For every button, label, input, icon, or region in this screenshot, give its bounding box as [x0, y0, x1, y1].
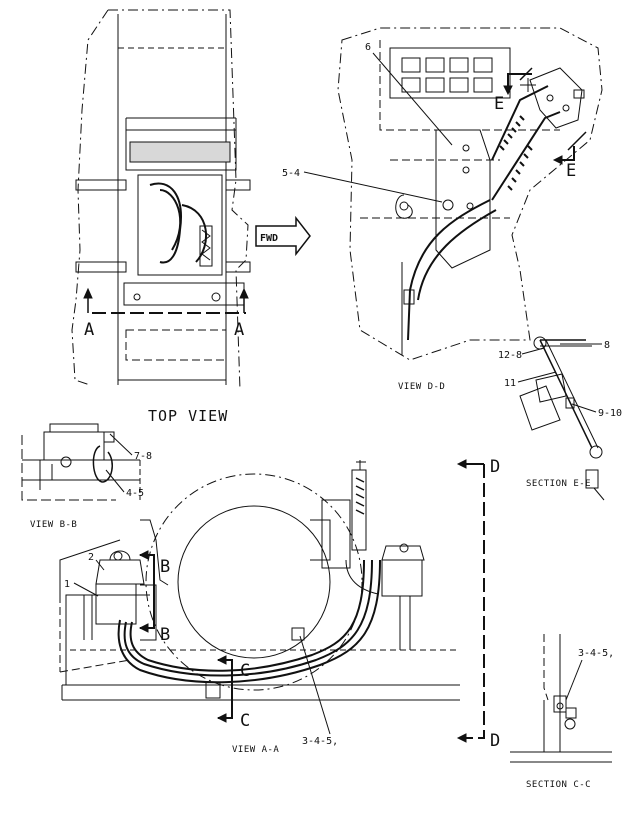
- marker-b-top: B: [160, 557, 170, 577]
- leader-11: [517, 371, 557, 383]
- section-e-markers: [503, 67, 587, 165]
- leader-7-8: [109, 433, 133, 456]
- leader-9-10: [571, 403, 597, 413]
- view-dd-title: VIEW D-D: [398, 382, 445, 392]
- callout-5-4: 5-4: [282, 168, 300, 179]
- leader-5-4: [303, 171, 443, 203]
- view-dd: [337, 27, 603, 361]
- section-c-markers: [216, 655, 233, 723]
- leader-12-8: [521, 347, 545, 355]
- view-bb: [21, 423, 141, 501]
- callout-8: 8: [604, 340, 610, 351]
- marker-c-top: C: [240, 661, 250, 681]
- leader-3-4-5-aa: [299, 635, 331, 735]
- section-ee: [519, 336, 605, 501]
- view-bb-title: VIEW B-B: [30, 520, 77, 530]
- section-ee-title: SECTION E-E: [526, 479, 591, 489]
- marker-d-bottom: D: [490, 731, 500, 751]
- callout-12-8: 12-8: [498, 350, 522, 361]
- marker-e-bottom: E: [566, 161, 576, 181]
- callout-3-4-5-aa: 3-4-5,: [302, 736, 338, 747]
- marker-e-top: E: [494, 94, 504, 114]
- callout-6: 6: [365, 42, 371, 53]
- view-aa-title: VIEW A-A: [232, 745, 279, 755]
- marker-a-left: A: [84, 320, 94, 340]
- section-b-markers: [138, 550, 155, 633]
- marker-a-right: A: [234, 320, 244, 340]
- marker-b-bottom: B: [160, 625, 170, 645]
- callout-7-8: 7-8: [134, 451, 152, 462]
- section-cc-title: SECTION C-C: [526, 780, 591, 790]
- fwd-arrow: [255, 215, 311, 257]
- view-aa: [59, 460, 460, 701]
- callout-9-10: 9-10: [598, 408, 622, 419]
- top-view-title: TOP VIEW: [148, 407, 228, 425]
- callout-11: 11: [504, 378, 516, 389]
- leader-1: [73, 582, 99, 597]
- leader-4-5: [105, 469, 125, 493]
- callout-2: 2: [88, 552, 94, 563]
- callout-1: 1: [64, 579, 70, 590]
- leader-6: [372, 52, 453, 146]
- section-d-markers: [456, 459, 485, 743]
- marker-d-top: D: [490, 457, 500, 477]
- marker-c-bottom: C: [240, 711, 250, 731]
- callout-3-4-5-cc: 3-4-5,: [578, 648, 614, 659]
- fwd-label: FWD: [260, 233, 278, 244]
- leader-2: [95, 559, 105, 571]
- section-cc: [510, 634, 612, 763]
- leader-3-4-5-cc: [565, 659, 583, 701]
- top-view: [71, 9, 251, 391]
- callout-4-5: 4-5: [126, 488, 144, 499]
